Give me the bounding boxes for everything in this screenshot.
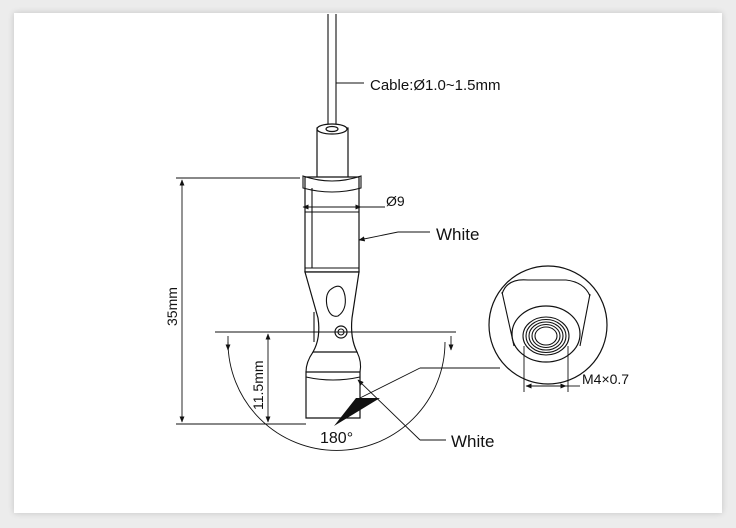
white-top-label: White (436, 225, 479, 244)
thread-label: M4×0.7 (582, 371, 629, 387)
total-length-label: 35mm (164, 287, 180, 326)
cable-label: Cable:Ø1.0~1.5mm (370, 77, 500, 94)
white-top-leader (358, 231, 399, 242)
total-length-dimension (176, 177, 306, 425)
white-bottom-leader (357, 379, 421, 441)
tip-length-dimension (264, 331, 300, 423)
angle-label: 180° (320, 430, 353, 447)
thread-detail-view (488, 265, 608, 392)
cable (327, 14, 337, 128)
gripper-taper (304, 271, 360, 353)
rotation-arc (215, 331, 456, 451)
gripper-tip (305, 351, 362, 419)
drawing-card (14, 13, 722, 513)
diameter-label: Ø9 (386, 193, 405, 209)
white-bottom-label: White (451, 432, 494, 451)
tip-direction-arrow (334, 398, 380, 426)
tip-length-label: 11.5mm (250, 360, 266, 410)
tip-arrow-line (359, 367, 421, 399)
gripper-cap (316, 123, 349, 179)
gripper-upper-body (302, 175, 362, 273)
